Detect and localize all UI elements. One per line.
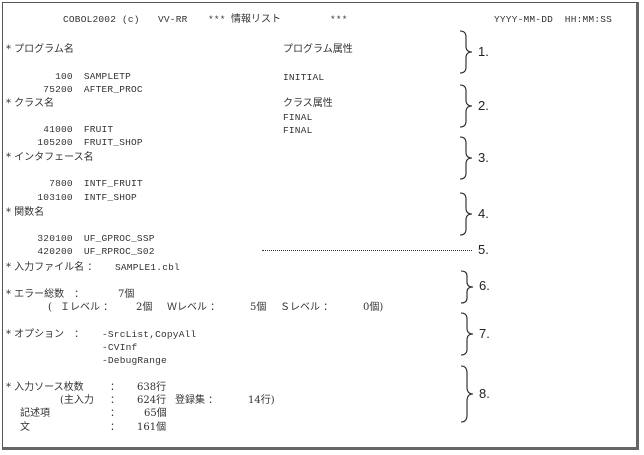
function-line: 320100 [37, 233, 73, 244]
interface-name: INTF_SHOP [83, 192, 137, 203]
i-level-label: Ｉレベル ： [60, 302, 114, 313]
program-attr-label: プログラム属性 [283, 44, 353, 55]
program-line: 100 [55, 71, 73, 82]
classes-label: * クラス名 [6, 98, 54, 109]
brace-icon [458, 136, 476, 180]
interface-row: 103100 INTF_SHOP [6, 180, 137, 204]
interface-line: 103100 [37, 192, 73, 203]
interface-row: 7800 INTF_FRUIT [6, 166, 143, 190]
annotation-marker-7: 7. [479, 326, 490, 341]
brace-icon [459, 270, 477, 304]
annotation-marker-4: 4. [478, 206, 489, 221]
leader-dotted-line [262, 250, 472, 251]
annotation-marker-6: 6. [479, 278, 490, 293]
option-value: -SrcList,CopyAll [102, 329, 197, 340]
option-value: -CVInf [102, 342, 138, 353]
function-row: 420200 UF_RPROC_S02 [6, 234, 155, 258]
interfaces-label: * インタフェース名 [6, 152, 94, 163]
errors-total: 7個 [118, 289, 135, 300]
class-line: 105200 [37, 137, 73, 148]
functions-label: * 関数名 [6, 207, 45, 218]
product-name: COBOL2002 (c) [63, 14, 140, 25]
title-suffix: *** [330, 14, 348, 25]
program-attr: INITIAL [283, 72, 325, 83]
data-items-label: 記述項 [20, 408, 50, 419]
s-level-count: 0個) [363, 302, 384, 313]
class-attr-label: クラス属性 [283, 98, 333, 109]
source-label: * 入力ソース枚数 [6, 382, 84, 393]
main-input-label: (主入力 [60, 395, 94, 406]
brace-icon [458, 30, 476, 74]
interface-line: 7800 [49, 178, 73, 189]
program-row: 100 SAMPLETP [6, 59, 131, 83]
brace-icon [459, 365, 477, 423]
statements-count: 161個 [137, 422, 167, 433]
function-row: 320100 UF_GPROC_SSP [6, 221, 155, 245]
annotation-marker-5: 5. [478, 242, 489, 257]
class-name: FRUIT_SHOP [83, 137, 143, 148]
annotation-marker-3: 3. [478, 150, 489, 165]
function-name: UF_RPROC_S02 [83, 246, 155, 257]
main-input-colon: ： [110, 395, 120, 406]
interface-name: INTF_FRUIT [83, 178, 143, 189]
main-input-count: 624行 [137, 395, 167, 406]
source-total: 638行 [137, 382, 167, 393]
w-level-label: Ｗレベル ： [167, 302, 221, 313]
version: VV-RR [158, 14, 188, 25]
program-name: SAMPLETP [83, 71, 132, 82]
listing-frame [2, 2, 639, 450]
brace-icon [458, 192, 476, 236]
errors-open-paren: ( [48, 302, 52, 313]
statements-label: 文 [20, 422, 30, 433]
copy-library-count: 14行) [248, 395, 275, 406]
class-attr: FINAL [283, 112, 313, 123]
option-value: -DebugRange [102, 355, 167, 366]
brace-icon [459, 312, 477, 356]
data-items-colon: ： [110, 408, 120, 419]
w-level-count: 5個 [250, 302, 267, 313]
input-file-value: SAMPLE1.cbl [115, 262, 180, 273]
program-name: AFTER_PROC [83, 84, 143, 95]
class-line: 41000 [43, 124, 73, 135]
options-label: * オプション ： [6, 329, 85, 340]
programs-label: * プログラム名 [6, 44, 74, 55]
errors-label: * エラー総数 ： [6, 289, 85, 300]
annotation-marker-1: 1. [478, 44, 489, 59]
s-level-label: Ｓレベル ： [280, 302, 334, 313]
statements-colon: ： [110, 422, 120, 433]
annotation-marker-2: 2. [478, 98, 489, 113]
i-level-count: 2個 [136, 302, 153, 313]
class-row: 105200 FRUIT_SHOP [6, 125, 143, 149]
program-row: 75200 AFTER_PROC [6, 72, 143, 96]
source-colon: ： [110, 382, 120, 393]
annotation-marker-8: 8. [479, 386, 490, 401]
datetime: YYYY-MM-DD HH:MM:SS [494, 14, 613, 25]
function-name: UF_GPROC_SSP [83, 233, 155, 244]
copy-library-label: 登録集 ： [175, 395, 219, 406]
class-attr: FINAL [283, 125, 313, 136]
title-prefix: *** [208, 14, 226, 25]
input-file-label: * 入力ファイル名 ： [6, 262, 98, 273]
report-title: 情報リスト [231, 14, 281, 25]
brace-icon [458, 84, 476, 128]
class-row: 41000 FRUIT [6, 112, 113, 136]
data-items-count: 65個 [144, 408, 167, 419]
function-line: 420200 [37, 246, 73, 257]
class-name: FRUIT [83, 124, 114, 135]
program-line: 75200 [43, 84, 73, 95]
